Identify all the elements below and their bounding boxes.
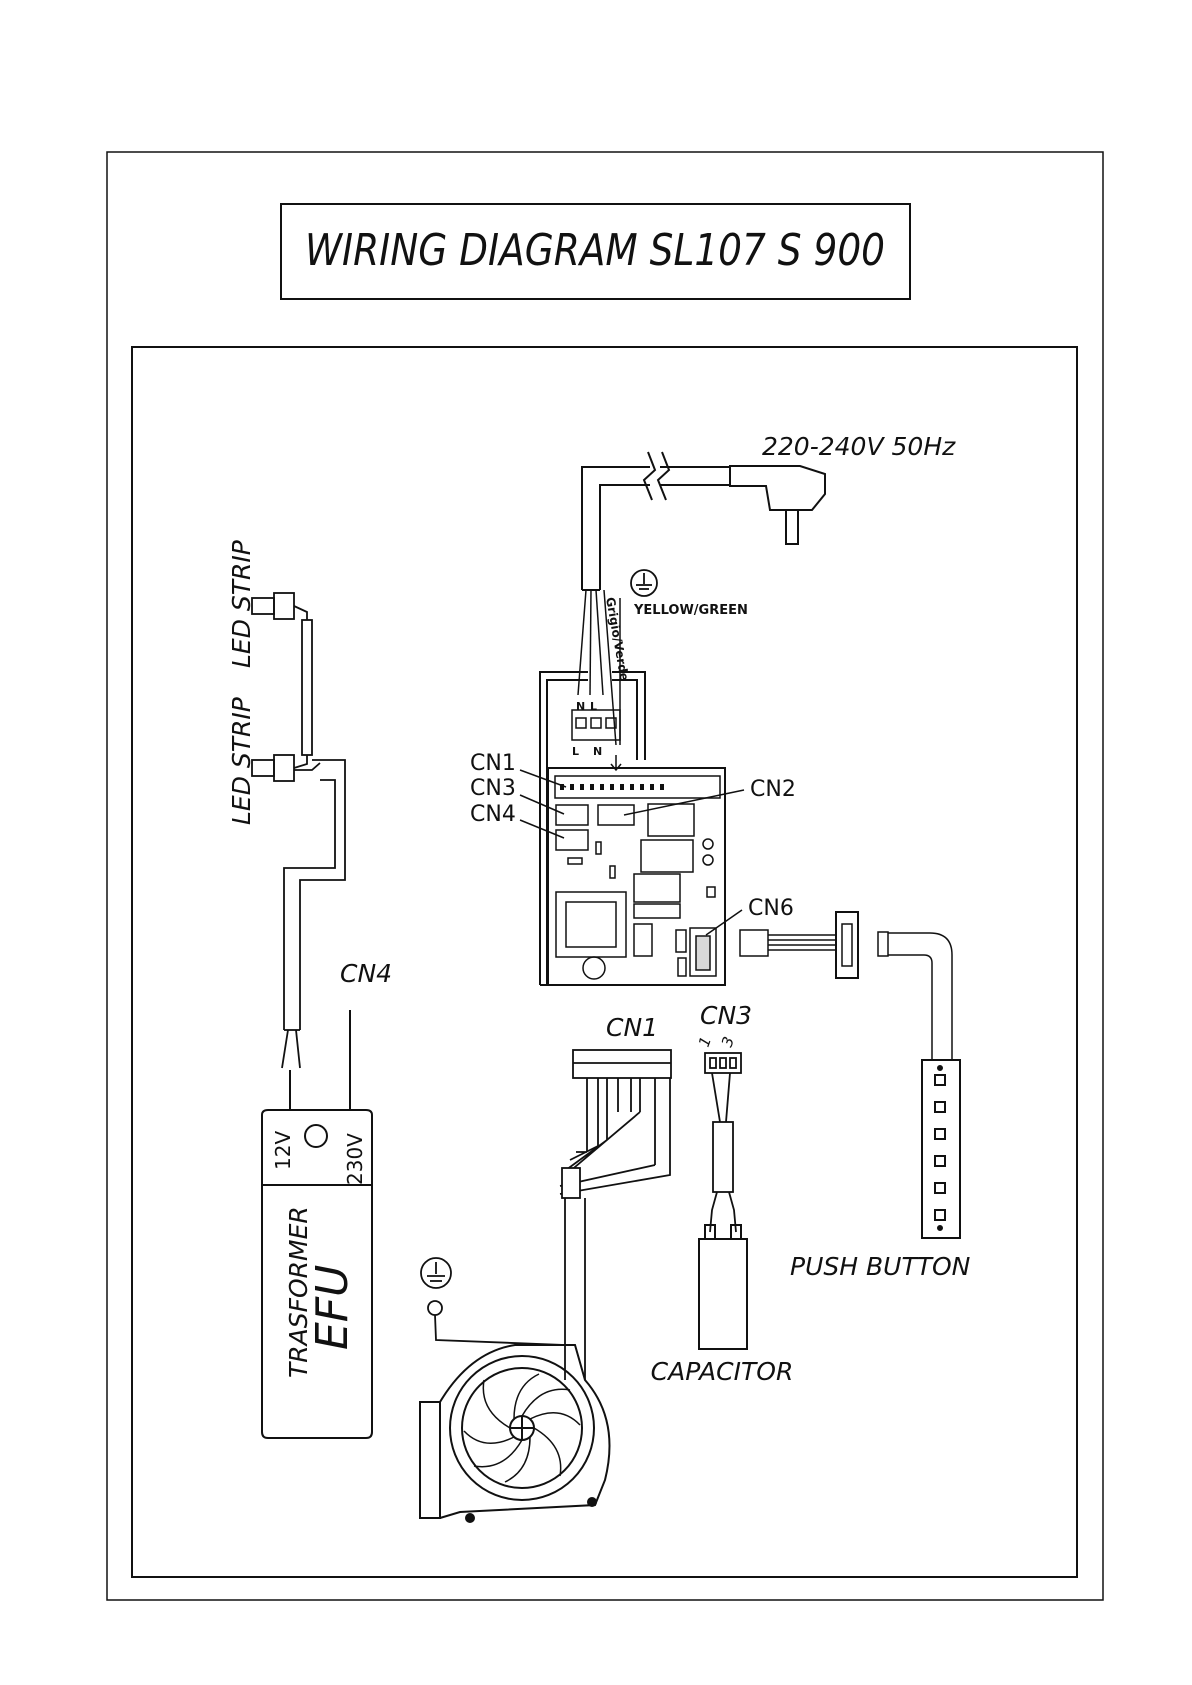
cn1-motor-connector: [560, 1050, 671, 1380]
capacitor-label: CAPACITOR: [651, 1357, 794, 1386]
push-button-cable: [740, 912, 952, 1060]
cn4-transformer-label: CN4: [340, 959, 392, 988]
yellow-green-label: YELLOW/GREEN: [633, 603, 748, 618]
push-button-label: PUSH BUTTON: [790, 1252, 971, 1281]
cn3-capacitor-label: CN3: [700, 1001, 752, 1030]
cn3-capacitor-connector: [705, 1053, 741, 1232]
led-strip: [252, 593, 345, 1068]
earth-icon: [631, 570, 657, 596]
pin-1-label: 1: [695, 1034, 715, 1049]
power-cable: [582, 452, 730, 590]
terminal-l-bottom: L: [572, 745, 579, 758]
cn4-board-label: CN4: [470, 802, 516, 827]
cn4-board-connector: [556, 830, 588, 850]
control-board: [555, 776, 720, 979]
cn3-board-label: CN3: [470, 776, 516, 801]
transformer-12v-label: 12V: [271, 1131, 295, 1170]
cn2-connector: [598, 805, 634, 825]
cn1-board-pins: [560, 784, 664, 790]
cn2-label: CN2: [750, 777, 796, 802]
pin-3-label: 3: [718, 1034, 738, 1049]
transformer-brand-label: EFU: [307, 1265, 358, 1350]
transformer-230v-label: 230V: [343, 1133, 367, 1185]
diagram-frame: [132, 347, 1077, 1577]
outer-frame: [107, 152, 1103, 1600]
board-leaders: [520, 770, 744, 935]
led-strip-label-1: LED STRIP: [227, 696, 256, 825]
terminal-l-top: L: [590, 700, 597, 713]
terminal-n-top: N: [576, 700, 585, 713]
supply-label: 220-240V 50Hz: [762, 432, 956, 461]
blower-motor: [420, 1345, 610, 1522]
cn1-board-label: CN1: [470, 751, 516, 776]
transformer: [262, 1010, 372, 1438]
page-title: WIRING DIAGRAM SL107 S 900: [305, 225, 885, 276]
terminal-block: [572, 710, 620, 740]
motor-earth-icon: [421, 1258, 565, 1345]
capacitor: [699, 1225, 747, 1349]
cn6-label: CN6: [748, 896, 794, 921]
cn3-board-connector: [556, 805, 588, 825]
mains-plug: [730, 466, 825, 544]
push-button-panel: [922, 1060, 960, 1238]
led-strip-label-2: LED STRIP: [227, 539, 256, 668]
cn1-motor-label: CN1: [606, 1013, 658, 1042]
terminal-n-bottom: N: [593, 745, 602, 758]
